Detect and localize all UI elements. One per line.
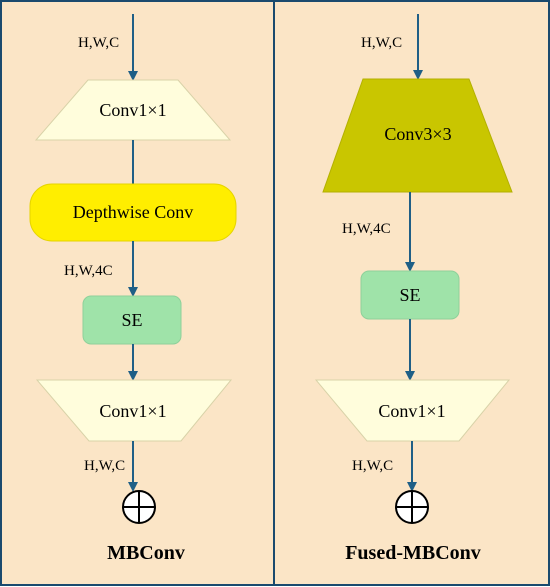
conv1x1-label-fused: Conv1×1 xyxy=(378,401,445,421)
conv3x3-label: Conv3×3 xyxy=(384,124,451,144)
input-dims-label-fused: H,W,C xyxy=(361,35,402,51)
conv1x1-block-bottom xyxy=(35,379,233,442)
conv1x1-label-bottom: Conv1×1 xyxy=(99,401,166,421)
conv1x1-block-fused xyxy=(314,379,511,442)
mbconv-title: MBConv xyxy=(107,542,185,564)
input-dims-label: H,W,C xyxy=(78,35,119,51)
conv1x1-label-top: Conv1×1 xyxy=(99,100,166,120)
add-icon-fused xyxy=(395,490,429,524)
fused-mbconv-title: Fused-MBConv xyxy=(345,542,481,564)
mbconv-flow: H,W,C Conv1×1 Depthwise Conv H,W,4C SE C… xyxy=(29,14,237,564)
output-dims-label: H,W,C xyxy=(84,458,125,474)
depthwise-conv-label: Depthwise Conv xyxy=(73,202,194,222)
add-icon xyxy=(122,490,156,524)
se-label-fused: SE xyxy=(399,285,420,305)
se-label: SE xyxy=(121,310,142,330)
mid-dims-label-fused: H,W,4C xyxy=(342,221,391,237)
mid-dims-label: H,W,4C xyxy=(64,263,113,279)
output-dims-label-fused: H,W,C xyxy=(352,458,393,474)
conv3x3-block xyxy=(322,78,513,193)
fused-mbconv-flow: H,W,C Conv3×3 H,W,4C SE Conv1×1 H,W,C Fu… xyxy=(314,14,513,564)
conv1x1-block-top xyxy=(34,79,232,141)
